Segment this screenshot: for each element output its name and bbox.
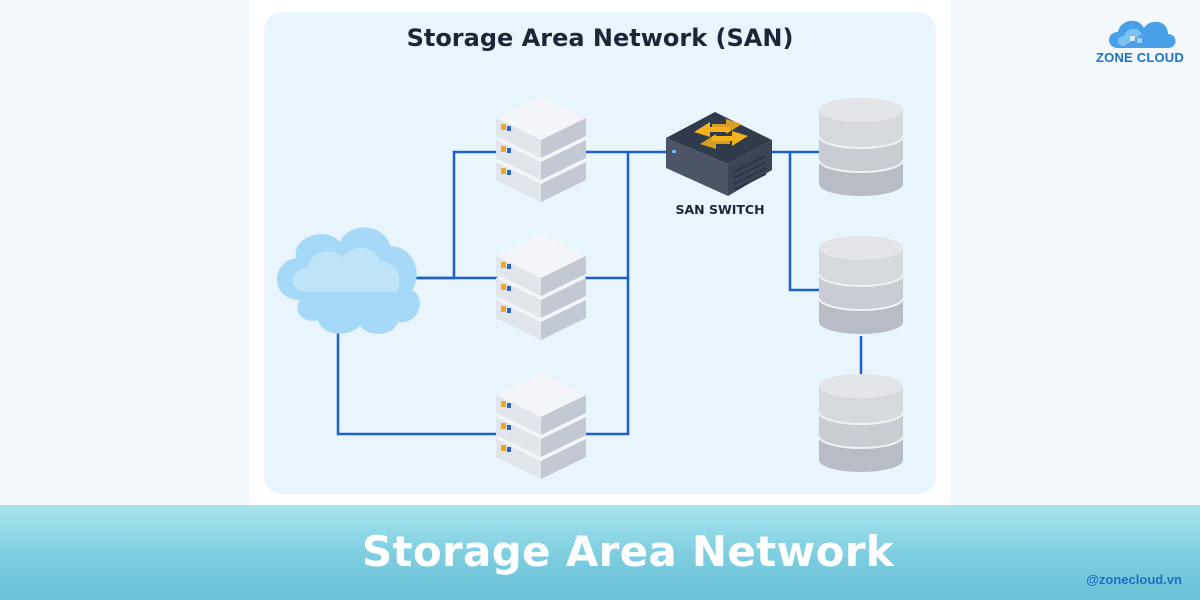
diagram-title: Storage Area Network (SAN)	[406, 24, 794, 52]
logo-text: ZONE CLOUD	[1096, 50, 1184, 65]
edge-server-3-switch	[585, 278, 630, 436]
switch-arrows-icon	[694, 119, 748, 149]
cloud-icon	[276, 227, 420, 334]
server-icon	[496, 96, 586, 202]
edge-switch-storage-2	[788, 152, 822, 292]
switch-icon	[666, 112, 772, 196]
database-icon	[818, 373, 904, 473]
server-icon	[496, 234, 586, 340]
edge-cloud-server-3	[336, 305, 500, 436]
switch-label: SAN SWITCH	[675, 202, 765, 217]
database-icon	[818, 235, 904, 335]
edge-server-2-switch	[585, 152, 630, 280]
connection-lines	[336, 150, 863, 436]
social-handle: @zonecloud.vn	[1086, 572, 1182, 587]
zonecloud-logo-icon	[1109, 20, 1176, 48]
san-diagram	[276, 20, 1176, 505]
title-banner	[0, 505, 1200, 600]
banner-title: Storage Area Network	[361, 527, 895, 576]
server-icon	[496, 373, 586, 479]
database-icon	[818, 97, 904, 197]
